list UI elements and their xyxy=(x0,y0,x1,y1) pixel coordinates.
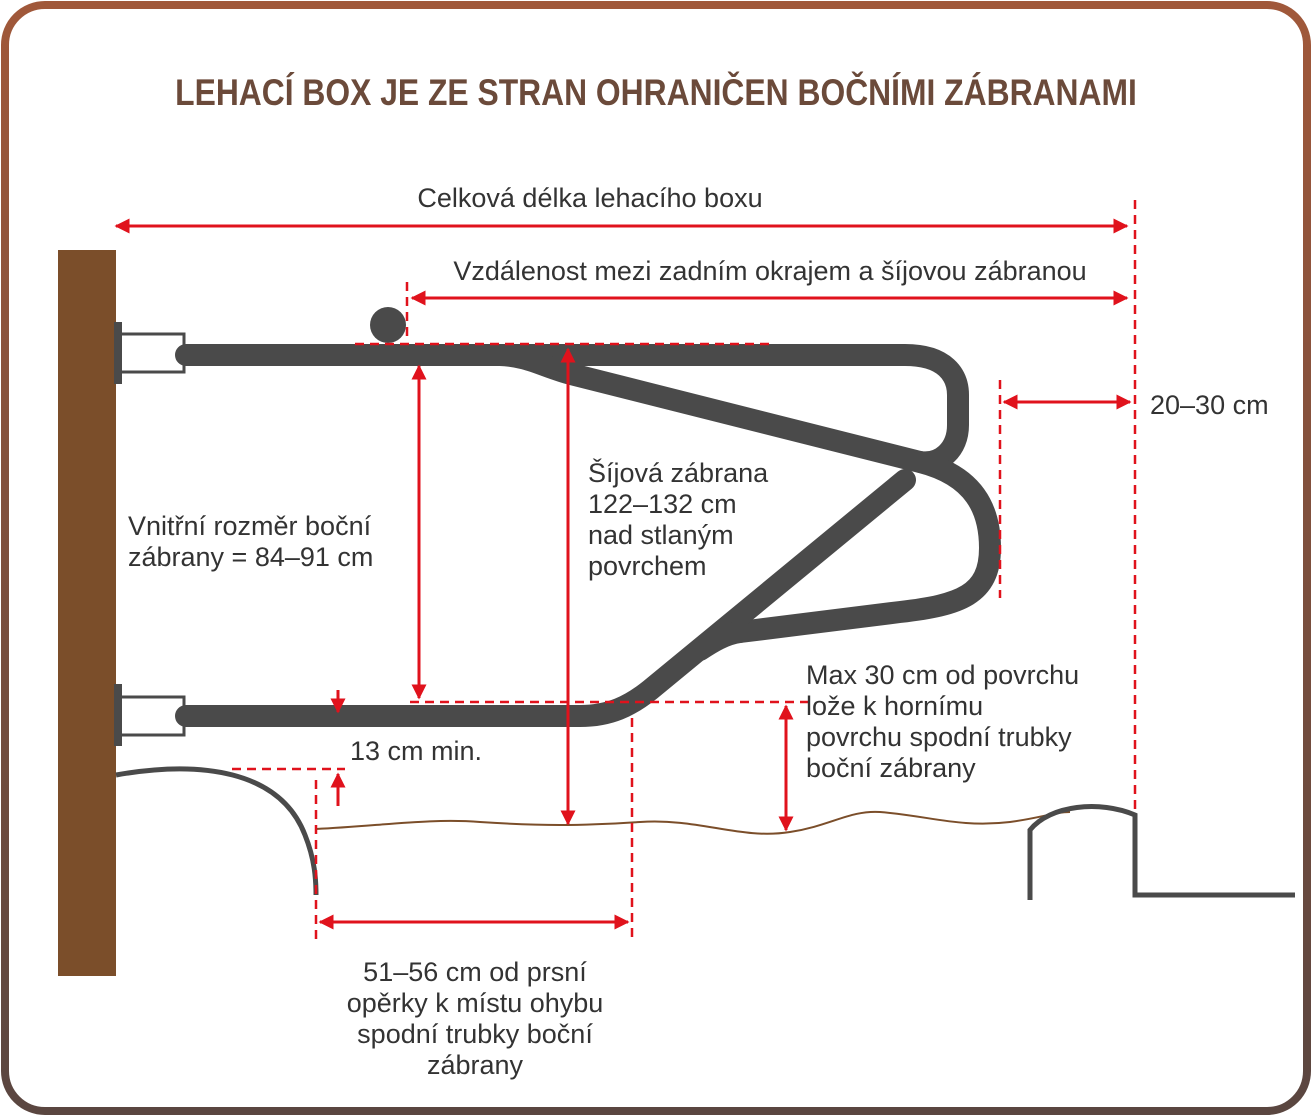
label-brisket-line2: opěrky k místu ohybu xyxy=(346,988,604,1018)
label-max30-line4: boční zábrany xyxy=(806,753,976,783)
label-offset-20-30: 20–30 cm xyxy=(1150,390,1269,420)
neck-rail-ball xyxy=(370,307,406,343)
bedding-surface xyxy=(315,810,1071,835)
label-inner-dim: Vnitřní rozměr boční zábrany = 84–91 cm xyxy=(128,511,408,573)
reference-lines xyxy=(232,200,1137,942)
label-max-30: Max 30 cm od povrchu lože k hornímu povr… xyxy=(806,660,1126,784)
label-inner-dim-line1: Vnitřní rozměr boční xyxy=(128,511,372,541)
label-neck-rail-line4: povrchem xyxy=(588,551,707,581)
lower-pipe-bracket xyxy=(118,695,186,737)
side-rail xyxy=(175,344,1001,727)
label-rear-to-neck-distance: Vzdálenost mezi zadním okrajem a šíjovou… xyxy=(453,256,1087,286)
label-brisket-line4: zábrany xyxy=(426,1050,524,1080)
label-min-13: 13 cm min. xyxy=(350,736,483,766)
label-max30-line2: lože k hornímu xyxy=(806,691,984,721)
label-neck-rail-line2: 122–132 cm xyxy=(588,489,737,519)
rear-curb-outline xyxy=(1027,804,1295,900)
side-rail-lower-pipe xyxy=(175,469,916,727)
label-neck-rail-line3: nad stlaným xyxy=(588,520,734,550)
label-neck-rail: Šíjová zábrana 122–132 cm nad stlaným po… xyxy=(588,458,808,582)
label-brisket-line3: spodní trubky boční xyxy=(357,1019,593,1049)
label-neck-rail-line1: Šíjová zábrana xyxy=(588,458,769,488)
label-max30-line3: povrchu spodní trubky xyxy=(806,722,1072,752)
upper-pipe-bracket xyxy=(118,332,186,374)
label-brisket-line1: 51–56 cm od prsní xyxy=(363,957,587,987)
brisket-curb-outline xyxy=(115,766,319,896)
wall-post xyxy=(58,250,116,976)
dimension-arrows xyxy=(114,218,1132,930)
label-brisket: 51–56 cm od prsní opěrky k místu ohybu s… xyxy=(300,957,650,1081)
side-rail-lower-link xyxy=(689,621,751,661)
side-rail-diagonal xyxy=(489,344,1001,643)
lower-pipe-bracket-flange xyxy=(114,684,122,746)
upper-pipe-bracket-flange xyxy=(114,322,122,384)
label-total-length: Celková délka lehacího boxu xyxy=(417,183,763,213)
diagram-title: LEHACÍ BOX JE ZE STRAN OHRANIČEN BOČNÍMI… xyxy=(175,72,1137,113)
label-inner-dim-line2: zábrany = 84–91 cm xyxy=(128,542,374,572)
label-max30-line1: Max 30 cm od povrchu xyxy=(806,660,1080,690)
